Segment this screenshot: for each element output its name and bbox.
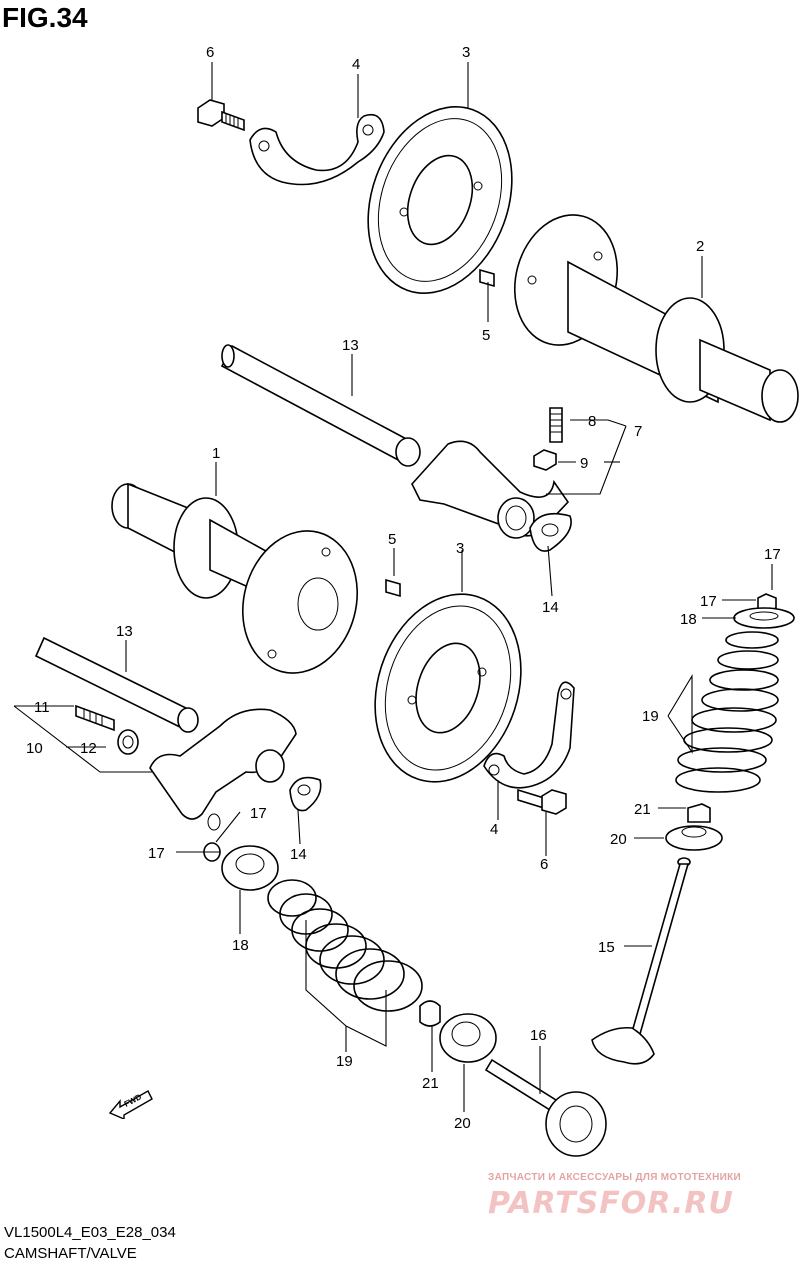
callout-labels: 6 4 3 5 2 13 8 9 7 1 5 14 3 13 11 12 10 …: [26, 44, 781, 1132]
exhaust-valve: [484, 1058, 607, 1157]
callout-19: 19: [336, 1053, 353, 1070]
callout-5: 5: [388, 531, 396, 548]
valve-spring-retainer: [221, 845, 279, 891]
dowel-pin: [385, 578, 401, 598]
dowel-pin: [479, 268, 495, 288]
callout-14: 14: [542, 599, 559, 616]
callout-18: 18: [232, 937, 249, 954]
bolt-part: [517, 788, 567, 815]
valve-spring-seat: [439, 1013, 497, 1063]
rocker-arm-shaft: [34, 636, 199, 733]
valve-spring-set: [267, 879, 423, 1012]
callout-9: 9: [580, 455, 588, 472]
callout-14: 14: [290, 846, 307, 863]
callout-16: 16: [530, 1027, 547, 1044]
cam-chain-guide-bracket: [483, 681, 575, 789]
valve-spring-retainer: [733, 607, 795, 629]
model-code: VL1500L4_E03_E28_034: [4, 1224, 176, 1241]
lock-nut: [533, 449, 557, 471]
cam-sprocket-gear: [367, 106, 513, 294]
callout-17: 17: [148, 845, 165, 862]
valve-adjusting-screw: [75, 704, 115, 732]
cam-sprocket-gear: [374, 593, 522, 783]
valve-stem-seal: [419, 1000, 441, 1027]
callout-4: 4: [490, 821, 498, 838]
valve-cotter: [203, 842, 221, 862]
rocker-arm: [149, 708, 297, 831]
callout-6: 6: [540, 856, 548, 873]
bolt-part: [197, 99, 245, 132]
rocker-shim-washer: [529, 512, 572, 552]
valve-spring-set: [675, 631, 779, 793]
valve-adjusting-screw: [549, 407, 563, 443]
callout-13: 13: [342, 337, 359, 354]
callout-17: 17: [250, 805, 267, 822]
rear-camshaft: [513, 214, 799, 423]
callout-17: 17: [764, 546, 781, 563]
lock-nut: [117, 729, 139, 755]
callout-20: 20: [610, 831, 627, 848]
callout-21: 21: [634, 801, 651, 818]
callout-19: 19: [642, 708, 659, 725]
callout-10: 10: [26, 740, 43, 757]
rocker-arm: [411, 440, 570, 539]
front-camshaft: [111, 482, 359, 674]
callout-8: 8: [588, 413, 596, 430]
callout-2: 2: [696, 238, 704, 255]
intake-valve: [591, 857, 691, 1065]
callout-15: 15: [598, 939, 615, 956]
callout-3: 3: [456, 540, 464, 557]
callout-12: 12: [80, 740, 97, 757]
valve-spring-seat: [665, 825, 723, 851]
callout-11: 11: [34, 699, 50, 716]
callout-1: 1: [212, 445, 220, 462]
leader-lines: [13, 62, 773, 1112]
rocker-arm-shaft: [220, 344, 421, 467]
callout-5: 5: [482, 327, 490, 344]
callout-3: 3: [462, 44, 470, 61]
forward-direction-arrow-icon: FWD: [108, 1090, 153, 1119]
callout-7: 7: [634, 423, 642, 440]
watermark-caption: ЗАПЧАСТИ И АКСЕССУАРЫ ДЛЯ МОТОТЕХНИКИ: [488, 1172, 741, 1183]
callout-20: 20: [454, 1115, 471, 1132]
callout-21: 21: [422, 1075, 439, 1092]
watermark-logo: PARTSFOR.RU: [488, 1186, 734, 1221]
callout-17: 17: [700, 593, 717, 610]
callout-18: 18: [680, 611, 697, 628]
callout-4: 4: [352, 56, 360, 73]
rocker-shim-washer: [289, 776, 322, 812]
callout-6: 6: [206, 44, 214, 61]
valve-stem-seal: [687, 803, 711, 823]
section-name: CAMSHAFT/VALVE: [4, 1245, 137, 1262]
callout-13: 13: [116, 623, 133, 640]
figure-title: FIG.34: [2, 2, 88, 33]
cam-chain-guide-bracket: [249, 113, 385, 186]
